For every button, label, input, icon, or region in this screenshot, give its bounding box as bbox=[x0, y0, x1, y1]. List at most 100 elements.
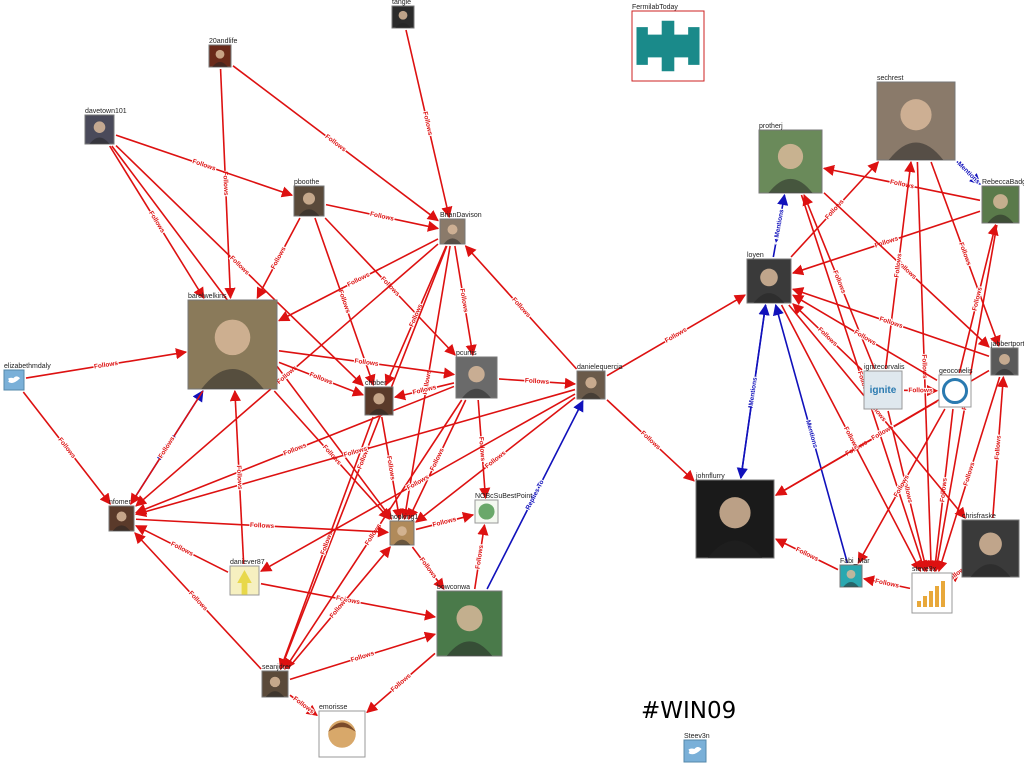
edge-line bbox=[393, 382, 455, 401]
node-bowconwa[interactable]: bowconwa bbox=[436, 584, 503, 657]
node-label: nfomer bbox=[109, 499, 131, 506]
node-steve3x[interactable]: steve3x bbox=[911, 566, 953, 614]
edge-geoconelis-fabi_mar: Follows bbox=[857, 408, 946, 564]
edge-label: Follows bbox=[418, 556, 438, 580]
edge-ignitecorvalis-sechrest: Follows bbox=[884, 160, 916, 370]
node-tangle[interactable]: tangle bbox=[391, 0, 415, 29]
node-davetown101[interactable]: davetown101 bbox=[84, 108, 127, 145]
edge-line bbox=[115, 134, 294, 198]
edge-label: Follows bbox=[321, 444, 343, 467]
edge-label: Follows bbox=[484, 450, 508, 471]
edge-line bbox=[956, 160, 981, 186]
person-photo-icon bbox=[999, 353, 1010, 365]
edge-johnflurry-loyen: Mentions bbox=[740, 303, 770, 479]
node-label: RebeccaBadger bbox=[982, 179, 1024, 186]
edge-label: Mentions bbox=[804, 419, 818, 449]
edge-line bbox=[740, 303, 770, 479]
twitter-bird-icon bbox=[688, 747, 702, 755]
edge-label: Follows bbox=[292, 695, 316, 715]
edge-line bbox=[780, 304, 922, 572]
edge-barelwelkins-pcurtis: Follows bbox=[278, 349, 456, 379]
node-label: davetown101 bbox=[85, 108, 127, 115]
person-photo-icon bbox=[303, 192, 315, 205]
person-photo-icon bbox=[93, 121, 106, 133]
shoulders-icon bbox=[843, 582, 859, 587]
node-fabi_mar[interactable]: Fabi_Mar bbox=[839, 558, 870, 588]
edge-hopking1-bowconwa: Follows bbox=[411, 546, 445, 590]
edge-ignitecorvalis-geoconelis: Follows bbox=[903, 385, 939, 397]
node-steev3n[interactable]: Steev3n bbox=[683, 733, 710, 763]
node-elizabethmdaly[interactable]: elizabethmdaly bbox=[3, 363, 51, 391]
node-sechrest[interactable]: sechrest bbox=[876, 75, 956, 161]
edge-line bbox=[366, 652, 436, 714]
edge-label: Follows bbox=[908, 387, 933, 394]
node-chbber[interactable]: chbber bbox=[364, 380, 394, 416]
edge-line bbox=[857, 408, 946, 564]
edge-line bbox=[278, 238, 439, 322]
node-geoconelis[interactable]: geoconelis bbox=[938, 368, 973, 408]
edge-chrisfraske-jabbertport: Follows bbox=[991, 375, 1009, 519]
node-danielequercia[interactable]: danielequercia bbox=[576, 364, 623, 400]
edge-label: Follows bbox=[235, 465, 243, 490]
shoulders-icon bbox=[298, 209, 320, 216]
node-loyen[interactable]: loyen bbox=[746, 252, 792, 304]
node-rebeccabadger[interactable]: RebeccaBadger bbox=[981, 179, 1024, 224]
node-hopking1[interactable]: hopking1 bbox=[389, 514, 419, 546]
yellow-figure-icon bbox=[237, 570, 252, 595]
edge-loyen-protherj: ◂ Mentions bbox=[772, 193, 789, 258]
person-photo-icon bbox=[846, 569, 856, 579]
edge-label: Follows bbox=[324, 133, 348, 153]
edge-line bbox=[260, 393, 576, 572]
node-johnflurry[interactable]: johnflurry bbox=[695, 473, 775, 559]
shoulders-icon bbox=[89, 137, 110, 144]
node-fermilab[interactable]: FermilabToday bbox=[631, 4, 705, 82]
edge-line bbox=[289, 631, 437, 681]
node-daniever87[interactable]: daniever87 bbox=[229, 559, 265, 596]
node-briandavison[interactable]: BrianDavison bbox=[439, 212, 482, 245]
edge-label: Follows bbox=[920, 354, 928, 379]
edge-line bbox=[991, 375, 1009, 519]
edge-label: Follows bbox=[525, 377, 550, 386]
edge-line bbox=[278, 361, 365, 397]
edge-bowconwa-nobcsb: Follows bbox=[474, 523, 489, 590]
edge-line bbox=[802, 193, 876, 370]
edge-label: Follows bbox=[364, 522, 383, 546]
edge-label: Follows bbox=[816, 326, 839, 348]
node-label: protherj bbox=[759, 123, 783, 130]
edge-tangle-briandavison: Follows bbox=[405, 29, 453, 219]
node-jabbertport[interactable]: jabbertport bbox=[990, 341, 1024, 376]
node-chrisfraske[interactable]: chrisfraske bbox=[961, 513, 1020, 578]
edge-line bbox=[916, 161, 937, 573]
edge-loyen-chrisfraske: Follows bbox=[788, 304, 966, 519]
edge-line bbox=[260, 582, 437, 621]
edge-label: Follows bbox=[56, 436, 77, 460]
edge-line bbox=[606, 294, 746, 377]
edge-label: Follows bbox=[421, 111, 433, 137]
edge-line bbox=[606, 399, 695, 482]
node-barelwelkins[interactable]: barelwelkins bbox=[187, 293, 278, 390]
edge-danielequercia-loyen: Follows bbox=[606, 294, 746, 377]
node-seanjdrer[interactable]: seanjdrer bbox=[261, 664, 292, 698]
edge-pcurtis-seanjdrer: Follows bbox=[284, 399, 463, 670]
node-label: loyen bbox=[747, 252, 764, 259]
edge-seanjdrer-nfomer: Follows bbox=[134, 532, 262, 670]
edge-label: ◂ Mentions bbox=[773, 209, 786, 245]
edge-barelwelkins-chbber: Follows bbox=[278, 361, 365, 397]
edge-label: Mentions bbox=[956, 161, 981, 186]
edge-line bbox=[134, 385, 455, 515]
edge-label: Follows bbox=[874, 578, 899, 590]
edge-line bbox=[130, 390, 204, 505]
node-label: barelwelkins bbox=[188, 293, 227, 300]
node-emorisse[interactable]: emorisse bbox=[318, 704, 366, 758]
node-protherj[interactable]: protherj bbox=[758, 123, 823, 194]
node-nobcsb[interactable]: NOBcSuBestPoint bbox=[474, 493, 532, 524]
edge-bowconwa-emorisse: Follows bbox=[366, 652, 436, 714]
node-pboothe[interactable]: pboothe bbox=[293, 179, 325, 217]
edge-line bbox=[774, 538, 839, 571]
node-nfomer[interactable]: nfomer bbox=[108, 499, 135, 532]
node-20andlife[interactable]: 20andlife bbox=[208, 38, 238, 68]
node-pcurtis[interactable]: pcurtis bbox=[455, 350, 498, 399]
edge-label: Follows bbox=[308, 371, 333, 386]
node-label: pcurtis bbox=[456, 350, 477, 357]
